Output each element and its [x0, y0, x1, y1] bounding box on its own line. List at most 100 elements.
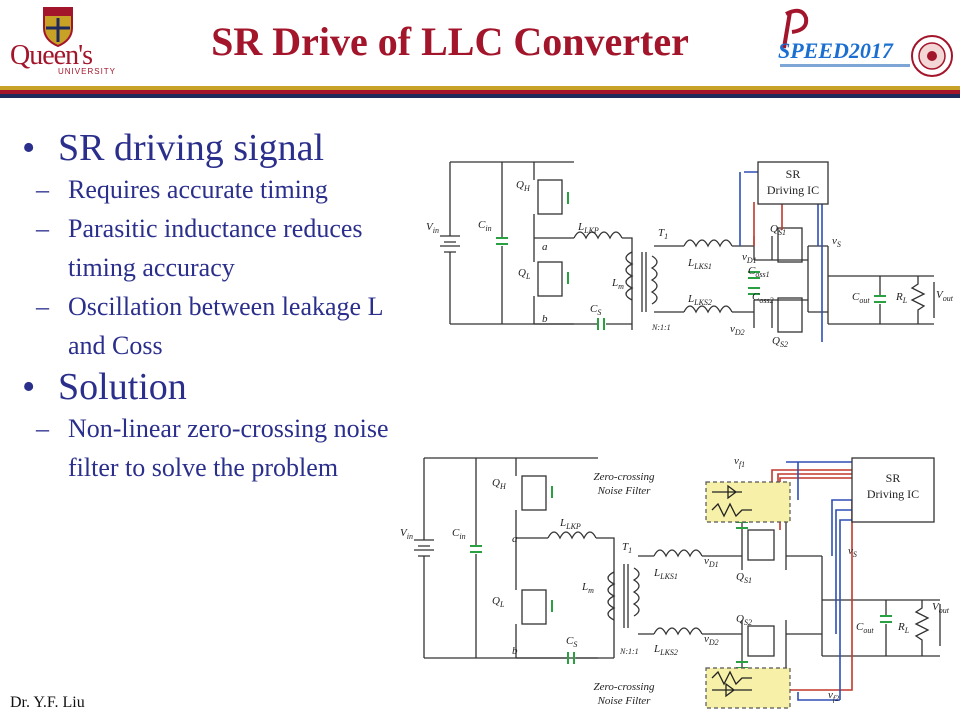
label2-qs1-main: Q [736, 571, 744, 583]
label2-ql: QL [492, 595, 505, 609]
label-t1-sub: 1 [664, 232, 668, 241]
label2-llks1-main: L [653, 567, 660, 579]
label2-vs-main: v [848, 545, 853, 557]
label2-vd1-sub: D1 [708, 560, 719, 569]
bullet-2-text: Solution [58, 366, 187, 408]
sub-bullet: –Requires accurate timing [36, 175, 328, 204]
filter-top-line2: Noise Filter [597, 485, 652, 497]
label-coss2: Coss2 [752, 291, 774, 305]
header-divider-stripes [0, 86, 960, 98]
label2-rl-main: R [897, 621, 905, 633]
bullet-1: •SR driving signal [22, 127, 325, 169]
label-qs1-main: Q [770, 223, 778, 235]
label-vs: vS [832, 235, 841, 249]
label2-vd1: vD1 [704, 555, 719, 569]
label-cin: Cin [478, 219, 492, 233]
label-coss2-main: C [752, 291, 760, 303]
label-cs-sub: S [597, 308, 601, 317]
label-vf1-sub: f1 [739, 460, 745, 469]
label-qs2-sub: S2 [780, 340, 788, 349]
ic-label-line2: Driving IC [767, 183, 819, 197]
label-vf2-sub: f2 [833, 694, 839, 703]
label-vf1: vf1 [734, 455, 745, 469]
label2-llks2-main: L [653, 643, 660, 655]
label2-cs: CS [566, 635, 577, 649]
label-vf1-main: v [734, 455, 739, 467]
label2-t1-main: T [622, 541, 629, 553]
label-ratio: N:1:1 [651, 323, 671, 332]
label-cin-main: C [478, 219, 486, 231]
label2-lm: Lm [581, 581, 594, 595]
label2-cs-main: C [566, 635, 574, 647]
slide-title: SR Drive of LLC Converter [211, 19, 689, 64]
label2-lm-sub: m [588, 586, 594, 595]
label2-llks1: LLKS1 [653, 567, 678, 581]
label-cout-sub: out [859, 296, 870, 305]
label2-ql-main: Q [492, 595, 500, 607]
label2-b: b [512, 645, 518, 657]
label2-rl: RL [897, 621, 910, 635]
label-ql-main: Q [518, 267, 526, 279]
label2-llks1-sub: LKS1 [659, 572, 678, 581]
label2-qh: QH [492, 477, 507, 491]
label2-lm-main: L [581, 581, 588, 593]
sub-bullet: –Oscillation between leakage L and Coss [36, 292, 383, 360]
label2-qs2-main: Q [736, 613, 744, 625]
sub-bullet-text: Parasitic inductance reduces timing accu… [68, 214, 363, 282]
queens-crest-icon [43, 7, 73, 48]
label-vd2-main: v [730, 323, 735, 335]
label-qh-main: Q [516, 179, 524, 191]
speed-logo-text: SPEED2017 [778, 38, 894, 63]
label-llks2: LLKS2 [687, 293, 712, 307]
label-lm-sub: m [618, 282, 624, 291]
label2-vd2-sub: D2 [708, 638, 719, 647]
label-qs1: QS1 [770, 223, 786, 237]
label-qs1-sub: S1 [778, 228, 786, 237]
label2-cin-sub: in [459, 532, 465, 541]
label2-vout: Vout [932, 601, 950, 615]
label2-qs2-sub: S2 [744, 618, 752, 627]
label-vin: Vin [426, 221, 439, 235]
label2-a: a [512, 533, 518, 545]
label2-cs-sub: S [573, 640, 577, 649]
sub-bullet-text: Non-linear zero-crossing noise filter to… [68, 414, 389, 482]
label-ql: QL [518, 267, 531, 281]
label2-qs2: QS2 [736, 613, 752, 627]
ic2-label-line2: Driving IC [867, 487, 919, 501]
label-coss1-main: C [748, 265, 756, 277]
slide-header: Queen's UNIVERSITY SR Drive of LLC Conve… [0, 0, 960, 100]
label-llks1-sub: LKS1 [693, 262, 712, 271]
label2-llks2-sub: LKS2 [659, 648, 678, 657]
llc-sr-noise-filter-circuit-diagram: SR Driving IC Zero-crossing Noise Filter… [400, 455, 950, 709]
label2-t1: T1 [622, 541, 632, 555]
label2-vin-sub: in [407, 532, 413, 541]
label-vs-main: v [832, 235, 837, 247]
label2-vd1-main: v [704, 555, 709, 567]
label2-llkp-sub: LKP [565, 522, 581, 531]
label-vd1: vD1 [742, 251, 757, 265]
label-rl: RL [895, 291, 908, 305]
label-llks2-sub: LKS2 [693, 298, 712, 307]
label-cin-sub: in [485, 224, 491, 233]
label-cs: CS [590, 303, 601, 317]
label-vin-sub: in [433, 226, 439, 235]
label2-vout-main: V [932, 601, 940, 613]
label2-qh-sub: H [499, 482, 507, 491]
label-vd2: vD2 [730, 323, 745, 337]
label-b: b [542, 313, 548, 325]
sub-bullet-text: Requires accurate timing [68, 175, 328, 204]
label2-llkp-main: L [559, 517, 566, 529]
label-coss1: Coss1 [748, 265, 770, 279]
label2-vin-main: V [400, 527, 408, 539]
queens-logo-subtext: UNIVERSITY [58, 67, 117, 76]
filter-bot-line2: Noise Filter [597, 695, 652, 707]
label-t1: T1 [658, 227, 668, 241]
label2-cin-main: C [452, 527, 460, 539]
label-llks2-main: L [687, 293, 694, 305]
label2-qs1: QS1 [736, 571, 752, 585]
label-vs-sub: S [837, 240, 841, 249]
label-vf2: vf2 [828, 689, 839, 703]
label-lm: Lm [611, 277, 624, 291]
label2-vs-sub: S [853, 550, 857, 559]
label-vd2-sub: D2 [734, 328, 745, 337]
